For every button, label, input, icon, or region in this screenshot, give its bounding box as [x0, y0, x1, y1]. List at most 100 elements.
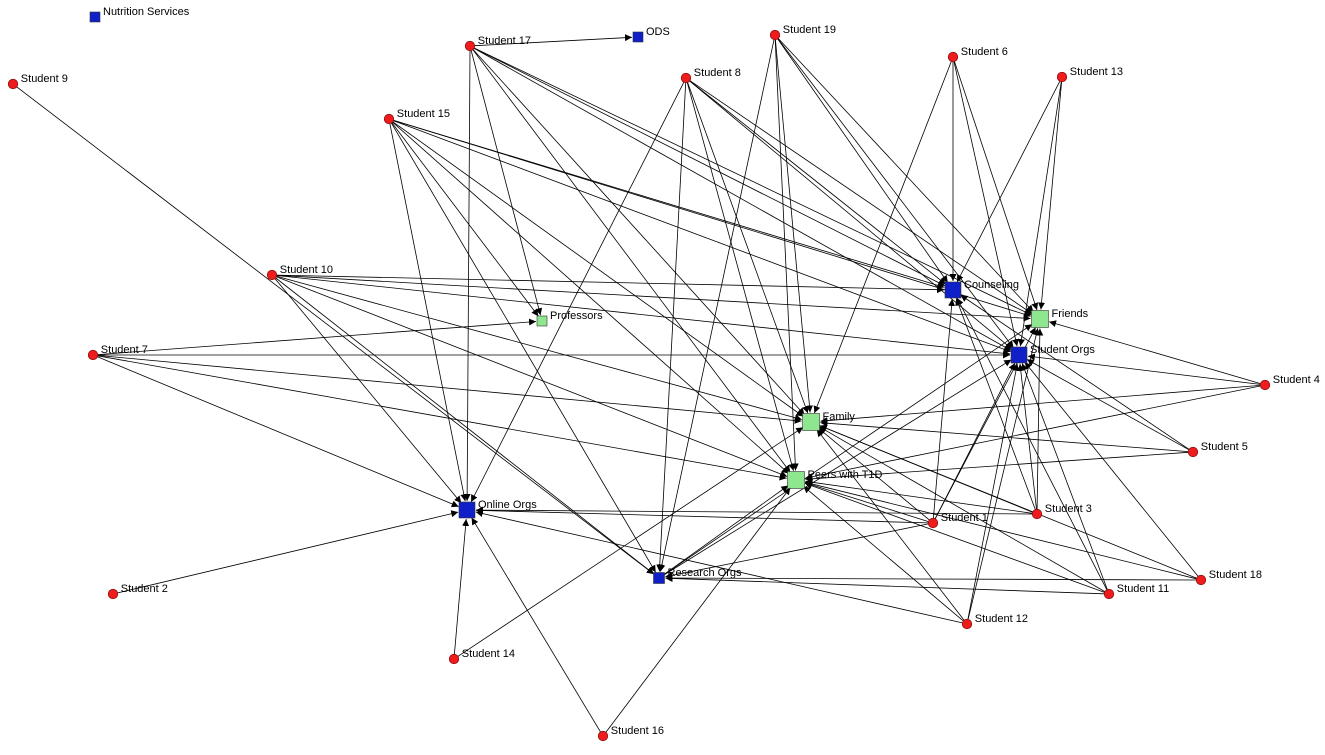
- node-s14[interactable]: Student 14: [448, 648, 515, 665]
- edge-s1-to-family: [818, 427, 930, 521]
- node-label: Student 12: [975, 613, 1028, 625]
- node-s19[interactable]: Student 19: [769, 24, 836, 41]
- node-counseling[interactable]: Counseling: [944, 279, 1019, 299]
- node-label: Student 16: [611, 725, 664, 737]
- node-s5[interactable]: Student 5: [1187, 441, 1248, 458]
- edge-s13-to-studorgs: [1018, 81, 1062, 347]
- edge-s12-to-studorgs: [967, 363, 1020, 620]
- node-s4[interactable]: Student 4: [1259, 374, 1320, 391]
- edge-s1-to-peers: [804, 481, 929, 522]
- student-node-circle: [597, 730, 609, 742]
- node-friends[interactable]: Friends: [1031, 308, 1089, 328]
- edge-s10-to-studorgs: [276, 275, 1011, 357]
- node-label: Online Orgs: [478, 499, 537, 511]
- node-label: Student 5: [1201, 441, 1248, 453]
- edge-s1-to-studorgs: [934, 362, 1016, 519]
- node-s10[interactable]: Student 10: [266, 264, 333, 281]
- node-ods[interactable]: ODS: [632, 26, 670, 43]
- edge-s4-to-family: [820, 385, 1261, 425]
- edge-s2-to-online: [117, 510, 459, 594]
- edge-s1-to-research: [665, 523, 929, 579]
- node-nutrition[interactable]: Nutrition Services: [89, 6, 190, 23]
- resource-node-square: [1010, 346, 1028, 364]
- edge-s8-to-peers: [686, 82, 796, 471]
- node-label: Student 10: [280, 264, 333, 276]
- node-label: Student 14: [462, 648, 515, 660]
- edge-s17-to-family: [472, 49, 805, 416]
- edge-s3-to-friends: [1036, 328, 1044, 510]
- edge-s19-to-studorgs: [777, 38, 1014, 349]
- edge-s15-to-professors: [391, 122, 539, 317]
- student-node-circle: [7, 78, 19, 90]
- node-s7[interactable]: Student 7: [87, 344, 148, 361]
- edge-s6-to-family: [813, 61, 952, 414]
- edge-s7-to-online: [97, 356, 459, 508]
- edge-s17-to-ods: [474, 34, 633, 47]
- edge-s8-to-family: [687, 82, 809, 414]
- node-s2[interactable]: Student 2: [107, 583, 168, 600]
- edge-s5-to-family: [820, 419, 1189, 452]
- edge-s19-to-friends: [778, 38, 1034, 313]
- edge-research-to-studorgs: [663, 359, 1012, 576]
- student-node-circle: [1259, 379, 1271, 391]
- student-node-circle: [87, 349, 99, 361]
- node-online[interactable]: Online Orgs: [458, 499, 537, 519]
- edge-s6-to-studorgs: [953, 61, 1020, 347]
- node-s12[interactable]: Student 12: [961, 613, 1028, 630]
- node-research[interactable]: Research Orgs: [653, 567, 742, 584]
- node-s18[interactable]: Student 18: [1195, 569, 1262, 586]
- edge-s6-to-friends: [954, 61, 1039, 311]
- node-label: Student 19: [783, 24, 836, 36]
- edge-s10-to-counseling: [276, 274, 945, 294]
- edge-s15-to-peers: [392, 121, 790, 474]
- edge-s17-to-studorgs: [474, 48, 1012, 351]
- node-s17[interactable]: Student 17: [464, 35, 531, 52]
- edge-s18-to-family: [819, 424, 1197, 579]
- edge-s10-to-peers: [276, 276, 788, 478]
- node-s11[interactable]: Student 11: [1103, 583, 1169, 600]
- node-peers[interactable]: Peers with T1D: [787, 469, 883, 489]
- node-s8[interactable]: Student 8: [680, 67, 741, 84]
- student-node-circle: [1056, 71, 1068, 83]
- resource-node-square: [458, 501, 476, 519]
- edge-s10-to-online: [274, 278, 462, 504]
- node-label: Student 17: [478, 35, 531, 47]
- student-node-circle: [680, 72, 692, 84]
- edge-s11-to-family: [819, 426, 1106, 592]
- node-label: Student 4: [1273, 374, 1320, 386]
- edge-s17-to-friends: [474, 47, 1032, 316]
- edge-s7-to-professors: [97, 318, 537, 355]
- student-node-circle: [1031, 508, 1043, 520]
- edge-s7-to-family: [97, 355, 802, 424]
- edge-s10-to-research: [275, 277, 655, 575]
- node-s13[interactable]: Student 13: [1056, 66, 1123, 83]
- edge-s8-to-friends: [689, 80, 1033, 315]
- edge-s7-to-peers: [97, 355, 787, 481]
- edge-layer: [16, 34, 1261, 733]
- node-s9[interactable]: Student 9: [7, 73, 68, 90]
- edge-s11-to-research: [665, 574, 1105, 595]
- edge-s19-to-research: [658, 39, 775, 572]
- resource-node-square: [802, 413, 820, 431]
- node-s3[interactable]: Student 3: [1031, 503, 1092, 520]
- edge-s10-to-family: [276, 275, 802, 422]
- node-studorgs[interactable]: Student Orgs: [1010, 344, 1095, 364]
- edge-s11-to-studorgs: [1021, 363, 1108, 590]
- node-s6[interactable]: Student 6: [947, 46, 1008, 63]
- node-label: Student 6: [961, 46, 1008, 58]
- edge-s19-to-peers: [774, 39, 799, 471]
- student-node-circle: [961, 618, 973, 630]
- node-s15[interactable]: Student 15: [383, 108, 450, 125]
- edge-s8-to-research: [656, 82, 687, 572]
- student-node-circle: [1195, 574, 1207, 586]
- edge-s8-to-counseling: [689, 80, 947, 285]
- edge-s18-to-peers: [805, 480, 1197, 580]
- node-s1[interactable]: Student 1: [927, 512, 988, 529]
- student-node-circle: [107, 588, 119, 600]
- node-label: Student 1: [941, 512, 988, 524]
- edge-s12-to-friends: [967, 328, 1040, 620]
- node-professors[interactable]: Professors: [536, 310, 603, 327]
- node-family[interactable]: Family: [802, 411, 856, 431]
- node-s16[interactable]: Student 16: [597, 725, 664, 742]
